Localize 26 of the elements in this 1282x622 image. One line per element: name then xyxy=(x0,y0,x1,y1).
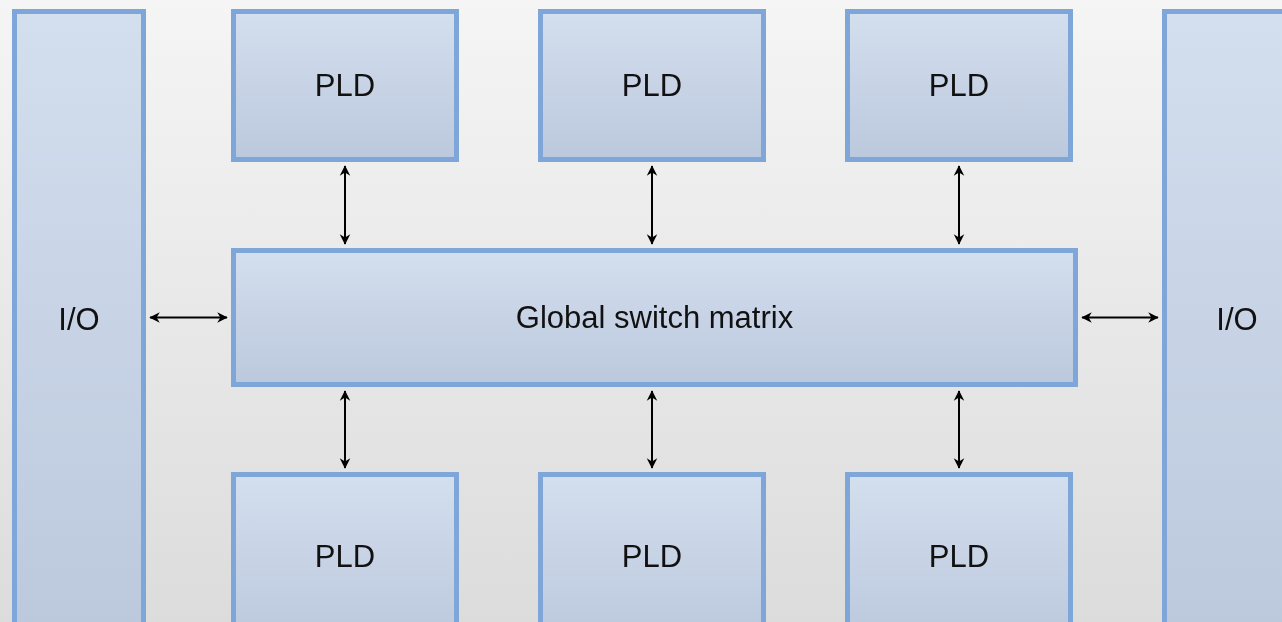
block-box xyxy=(1162,9,1282,622)
double-arrow xyxy=(339,165,351,245)
block-label: PLD xyxy=(621,539,683,575)
block-box xyxy=(538,9,766,162)
block-box xyxy=(538,472,766,622)
double-arrow xyxy=(646,165,658,245)
double-arrow xyxy=(339,390,351,469)
double-arrow xyxy=(149,312,228,323)
double-arrow xyxy=(1081,312,1159,323)
block-label: PLD xyxy=(314,539,376,575)
double-arrow xyxy=(646,390,658,469)
block-box xyxy=(231,248,1078,387)
block-box xyxy=(231,9,459,162)
block-label: PLD xyxy=(928,67,990,104)
block-box xyxy=(845,9,1073,162)
block-box xyxy=(845,472,1073,622)
block-label: I/O xyxy=(1216,302,1258,338)
block-label: PLD xyxy=(928,539,990,575)
block-box xyxy=(231,472,459,622)
block-box xyxy=(12,9,146,622)
block-label: Global switch matrix xyxy=(515,299,794,336)
double-arrow xyxy=(953,165,965,245)
block-label: PLD xyxy=(621,67,683,104)
double-arrow xyxy=(953,390,965,469)
block-label: PLD xyxy=(314,67,376,104)
block-label: I/O xyxy=(58,302,100,338)
